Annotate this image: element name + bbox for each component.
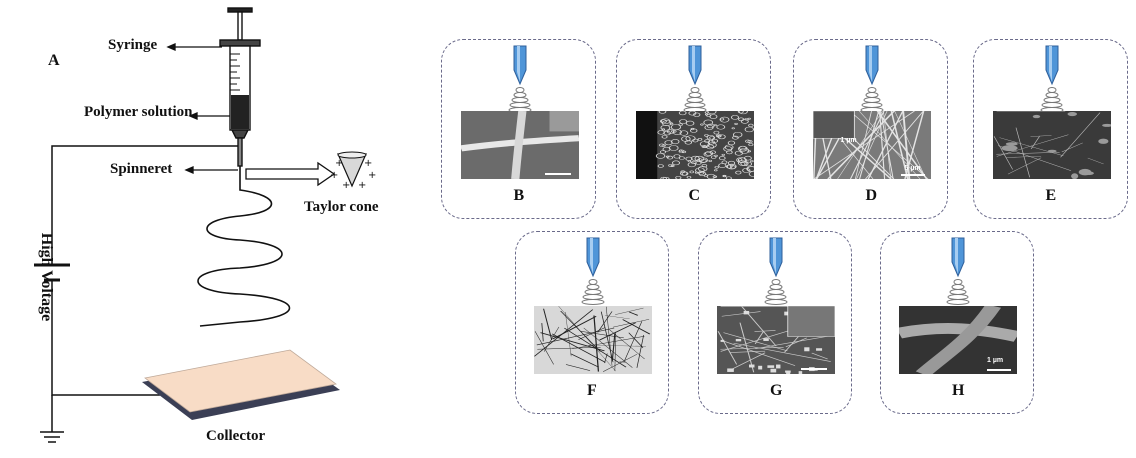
spinneret-needle-icon	[1032, 44, 1072, 118]
collector-label: Collector	[206, 428, 266, 444]
panel-label-e: E	[1045, 187, 1057, 204]
svg-text:+: +	[358, 180, 366, 191]
syringe-icon	[219, 7, 261, 167]
sem-panel-d: 1 µm 5 µm D	[793, 39, 948, 219]
scale-bar-text: 1 µm	[987, 357, 1004, 364]
svg-text:+: +	[330, 170, 338, 181]
sem-panel-c: C	[616, 39, 771, 219]
spinneret-needle-icon	[675, 44, 715, 118]
ground-icon	[40, 431, 64, 443]
panel-label-h: H	[952, 382, 965, 399]
sem-panel-g: G	[698, 231, 852, 414]
taylor-cone-icon: ++ ++ ++	[330, 151, 376, 191]
panel-label-g: G	[770, 382, 783, 399]
circuit-wires	[51, 145, 240, 432]
sem-micrograph	[717, 306, 835, 374]
scale-bar	[801, 368, 827, 370]
svg-text:+: +	[335, 158, 343, 169]
sem-panel-h: 1 µm H	[880, 231, 1034, 414]
spinneret-label: Spinneret	[110, 161, 173, 177]
spinneret-needle-icon	[756, 236, 796, 310]
sem-micrograph	[534, 306, 652, 374]
scale-bar	[987, 369, 1011, 371]
sem-micrograph: 1 µm 5 µm	[812, 111, 931, 179]
taylor-cone-label: Taylor cone	[304, 199, 379, 215]
sem-micrograph	[460, 111, 579, 179]
scale-bar	[900, 174, 925, 176]
panel-label-c: C	[688, 187, 701, 204]
sem-micrograph	[635, 111, 754, 179]
spinneret-needle-icon	[500, 44, 540, 118]
panel-label-d: D	[865, 187, 878, 204]
inset-scale-text: 1 µm	[840, 137, 857, 144]
panel-label-a: A	[48, 52, 60, 69]
spinneret-needle-icon	[573, 236, 613, 310]
spinneret-needle-icon	[852, 44, 892, 118]
svg-text:+: +	[342, 180, 350, 191]
panel-label-b: B	[513, 187, 525, 204]
taylor-arrow	[245, 161, 336, 187]
syringe-label: Syringe	[108, 37, 158, 53]
sem-panel-b: B	[441, 39, 596, 219]
electrospinning-apparatus: ++ ++ ++	[34, 7, 376, 443]
panel-label-f: F	[587, 382, 597, 399]
polymer-solution-label: Polymer solution	[84, 104, 193, 120]
spinneret-needle-icon	[938, 236, 978, 310]
svg-text:+: +	[368, 170, 376, 181]
collector-plate	[142, 349, 340, 420]
battery-icon	[34, 263, 70, 282]
sem-panel-f: F	[515, 231, 669, 414]
sem-micrograph	[992, 111, 1111, 179]
scale-bar	[544, 173, 571, 175]
high-voltage-label: High Voltage	[38, 232, 56, 322]
sem-panel-e: E	[973, 39, 1128, 219]
svg-text:+: +	[364, 158, 372, 169]
fiber-jet	[197, 166, 291, 327]
scale-bar-text: 5 µm	[904, 165, 921, 172]
sem-micrograph: 1 µm	[899, 306, 1017, 374]
label-arrows	[166, 43, 238, 174]
